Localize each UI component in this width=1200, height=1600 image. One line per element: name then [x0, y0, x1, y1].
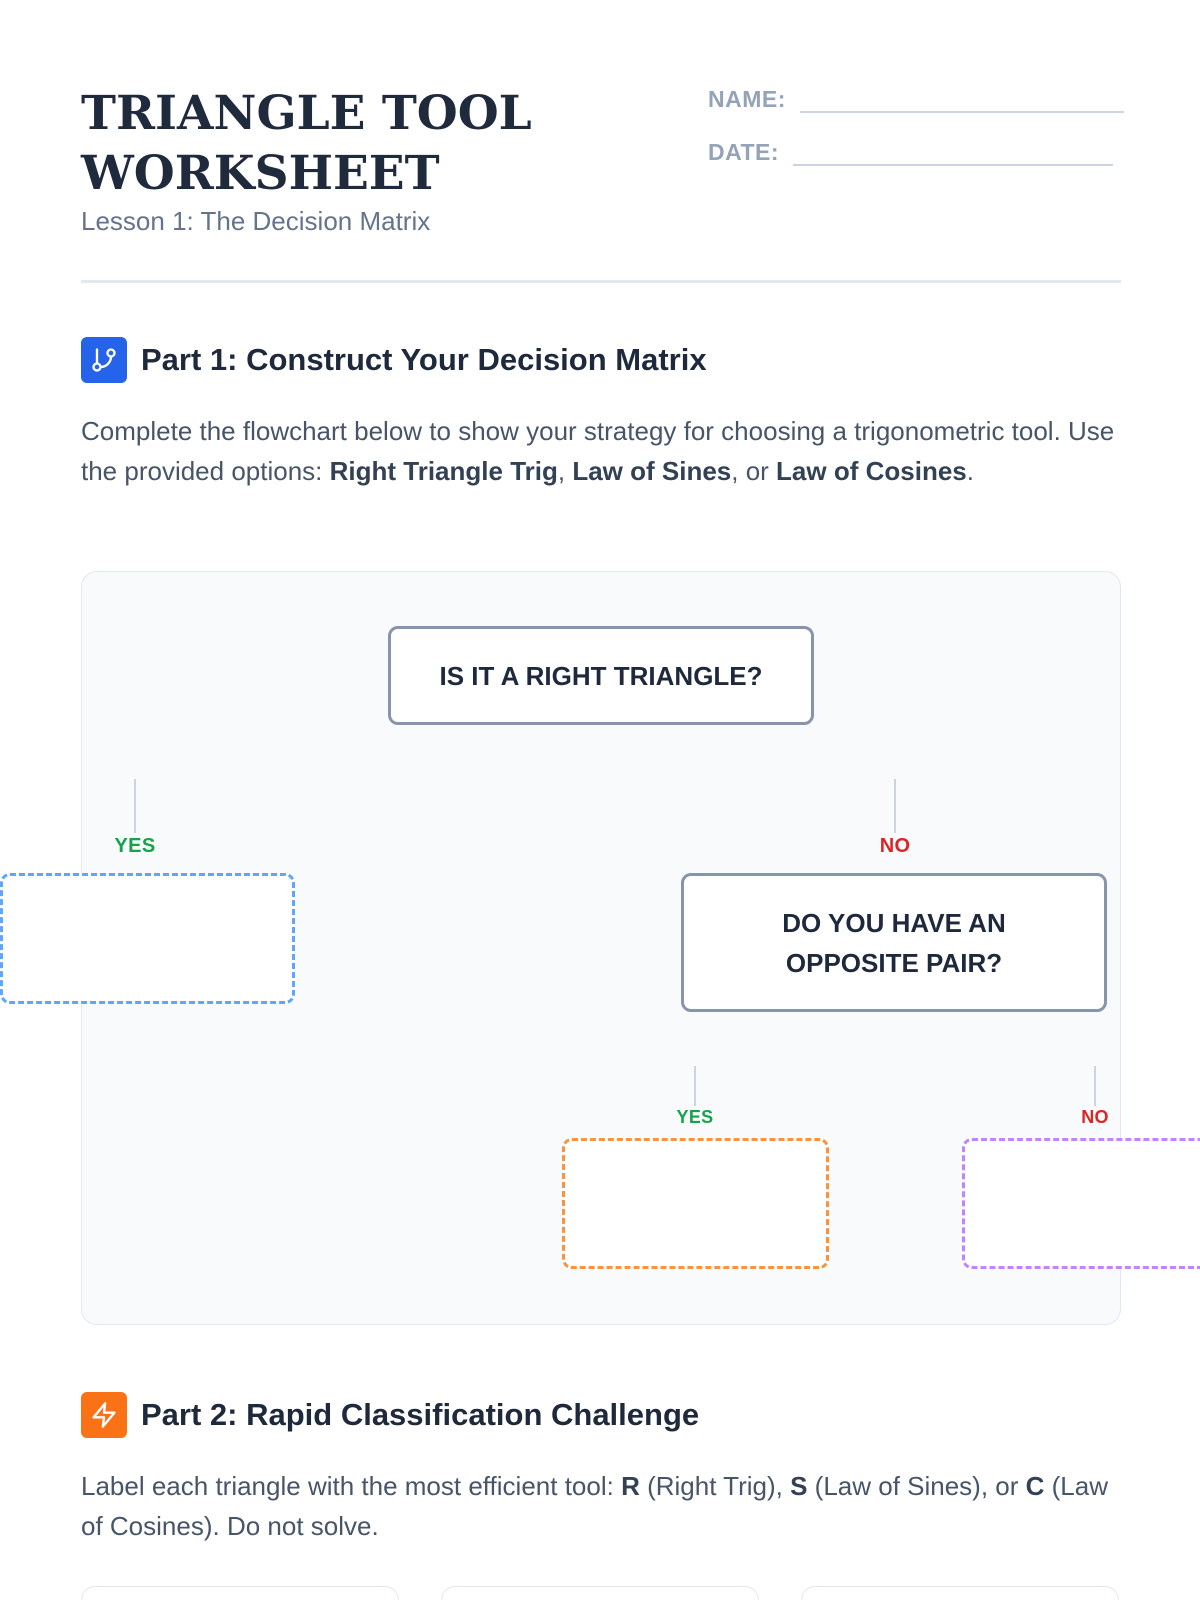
- part2-title: Part 2: Rapid Classification Challenge: [141, 1397, 700, 1432]
- date-row: DATE:: [708, 139, 1114, 166]
- date-label: DATE:: [708, 139, 780, 165]
- connector-line: [694, 1066, 696, 1106]
- branch-yes-label: YES: [114, 835, 156, 857]
- name-field[interactable]: [799, 87, 1124, 113]
- answer-slot-right-trig[interactable]: [0, 873, 295, 1004]
- date-field[interactable]: [793, 140, 1114, 166]
- lesson-subtitle: Lesson 1: The Decision Matrix: [81, 206, 431, 236]
- branch-yes-label: YES: [676, 1107, 714, 1127]
- part1-title: Part 1: Construct Your Decision Matrix: [141, 342, 707, 377]
- flowchart-panel: IS IT A RIGHT TRIANGLE? YES NO DO YOU HA…: [0, 571, 1200, 1325]
- answer-slot-law-of-sines[interactable]: [562, 1138, 829, 1269]
- title-line-1: TRIANGLE TOOL: [81, 86, 532, 141]
- option-right-triangle-trig: Right Triangle Trig: [329, 456, 558, 486]
- connector-line: [894, 779, 896, 833]
- triangle-card: [801, 1586, 1119, 1600]
- triangle-card: [441, 1586, 759, 1600]
- git-branch-icon: [81, 337, 127, 383]
- code-r: R: [621, 1471, 640, 1501]
- worksheet-title: TRIANGLE TOOL WORKSHEET: [81, 84, 532, 204]
- header-divider: [81, 280, 1121, 283]
- branch-no-label: NO: [879, 835, 911, 857]
- question-right-triangle: IS IT A RIGHT TRIANGLE?: [388, 626, 814, 725]
- connector-line: [134, 779, 136, 833]
- worksheet-header: TRIANGLE TOOL WORKSHEET Lesson 1: The De…: [81, 84, 1124, 284]
- lightning-icon: [81, 1392, 127, 1438]
- title-line-2: WORKSHEET: [81, 146, 440, 201]
- option-law-of-sines: Law of Sines: [572, 456, 732, 486]
- part2-heading: Part 2: Rapid Classification Challenge: [81, 1392, 699, 1438]
- code-s: S: [790, 1471, 808, 1501]
- name-row: NAME:: [708, 86, 1124, 113]
- branch-no-label: NO: [1081, 1107, 1109, 1127]
- option-law-of-cosines: Law of Cosines: [776, 456, 967, 486]
- part1-heading: Part 1: Construct Your Decision Matrix: [81, 337, 707, 383]
- connector-line: [1094, 1066, 1096, 1106]
- part1-instructions: Complete the flowchart below to show you…: [81, 416, 1115, 486]
- name-label: NAME:: [708, 86, 786, 112]
- answer-slot-law-of-cosines[interactable]: [962, 1138, 1200, 1269]
- triangle-card: [81, 1586, 399, 1600]
- question-opposite-pair: DO YOU HAVE AN OPPOSITE PAIR?: [681, 873, 1107, 1012]
- part2-instructions: Label each triangle with the most effici…: [81, 1471, 1108, 1541]
- code-c: C: [1025, 1471, 1045, 1501]
